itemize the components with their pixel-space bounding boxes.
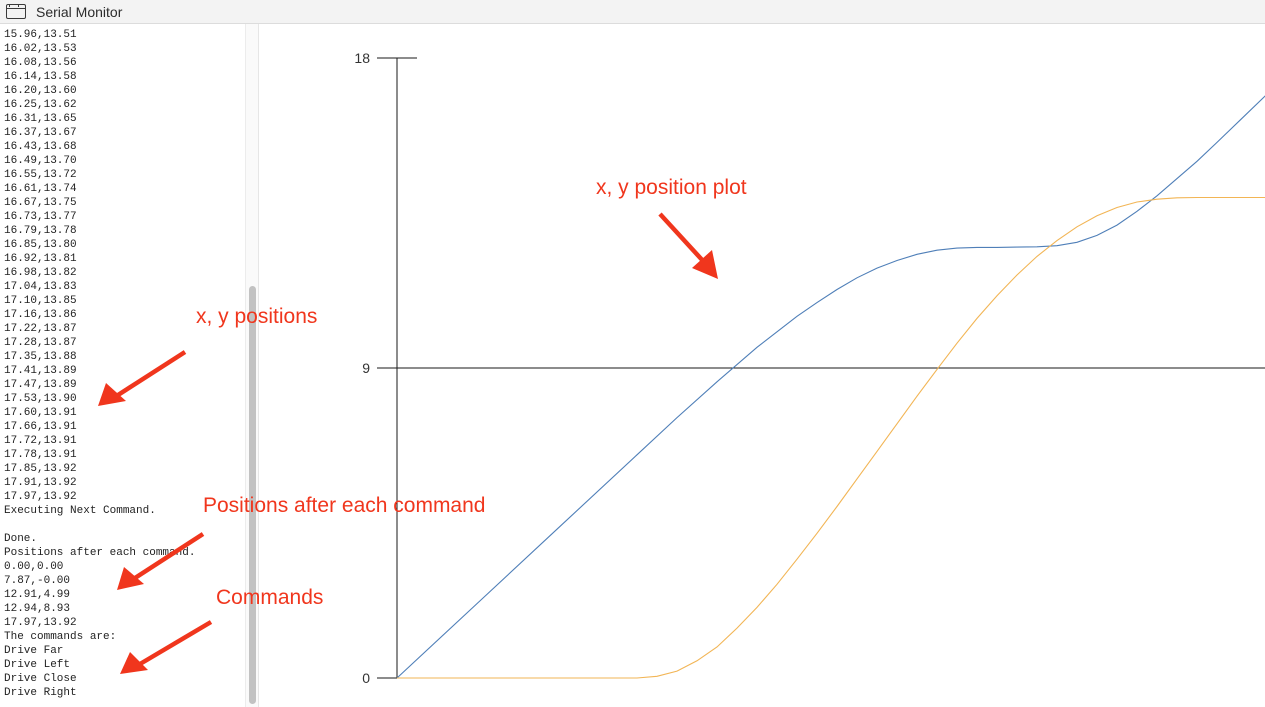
y-tick-label: 18 [354,50,370,66]
log-line: 16.14,13.58 [4,71,77,83]
log-line: 0.00,0.00 [4,561,64,573]
log-line: 15.96,13.51 [4,29,77,41]
annotation-commands: Commands [216,586,324,609]
log-line: 16.98,13.82 [4,267,77,279]
log-line: Drive Far [4,645,64,657]
log-line: 17.66,13.91 [4,421,77,433]
log-line: 17.72,13.91 [4,435,77,447]
log-line: 16.43,13.68 [4,141,77,153]
log-line: 17.35,13.88 [4,351,77,363]
log-line: 12.91,4.99 [4,589,71,601]
log-line: 17.85,13.92 [4,463,77,475]
log-line: 16.08,13.56 [4,57,77,69]
plot-svg: 0 9 18 [354,50,1265,686]
serial-output-log[interactable]: 15.96,13.51 16.02,13.53 16.08,13.56 16.14,1… [0,24,245,707]
log-line: 17.97,13.92 [4,617,77,629]
log-line: Drive Close [4,673,77,685]
log-scrollbar-thumb[interactable] [249,286,256,704]
window-title: Serial Monitor [36,4,123,20]
position-plot: 0 9 18 [260,24,1265,707]
series-line-y [397,196,1265,679]
log-line: 17.60,13.91 [4,407,77,419]
log-line: 17.28,13.87 [4,337,77,349]
annotation-positions-after: Positions after each command [203,494,486,517]
log-line: 16.31,13.65 [4,113,77,125]
log-line: 16.25,13.62 [4,99,77,111]
log-line: 16.49,13.70 [4,155,77,167]
log-line: 16.37,13.67 [4,127,77,139]
log-line: 17.41,13.89 [4,365,77,377]
y-tick-label: 9 [362,360,370,376]
log-line: Executing Next Command. [4,505,156,517]
log-line: 17.97,13.92 [4,491,77,503]
log-line: 16.02,13.53 [4,43,77,55]
log-line: 16.85,13.80 [4,239,77,251]
log-line: 16.55,13.72 [4,169,77,181]
log-line: 16.73,13.77 [4,211,77,223]
log-line: 17.53,13.90 [4,393,77,405]
log-line: Drive Left [4,659,71,671]
log-line: 17.91,13.92 [4,477,77,489]
series-line-x [396,95,1265,679]
log-line: Done. [4,533,38,545]
window-app-icon [6,4,26,19]
annotation-plot: x, y position plot [596,176,747,199]
log-scrollbar[interactable] [245,24,259,707]
log-line: 16.20,13.60 [4,85,77,97]
window-titlebar: Serial Monitor [0,0,1265,24]
annotation-xy-positions: x, y positions [196,305,318,328]
log-line: 17.22,13.87 [4,323,77,335]
log-line: 16.92,13.81 [4,253,77,265]
log-line: The commands are: [4,631,117,643]
y-tick-label: 0 [362,670,370,686]
log-line: 17.10,13.85 [4,295,77,307]
log-line: Drive Right [4,687,77,699]
log-line: 17.47,13.89 [4,379,77,391]
log-line: 17.04,13.83 [4,281,77,293]
log-line: 17.78,13.91 [4,449,77,461]
log-line: 16.67,13.75 [4,197,77,209]
log-line: 16.61,13.74 [4,183,77,195]
log-line: 17.16,13.86 [4,309,77,321]
log-line: 16.79,13.78 [4,225,77,237]
log-blank-line [4,518,245,532]
log-line: Positions after each command. [4,547,196,559]
log-line: 7.87,-0.00 [4,575,71,587]
log-line: 12.94,8.93 [4,603,71,615]
